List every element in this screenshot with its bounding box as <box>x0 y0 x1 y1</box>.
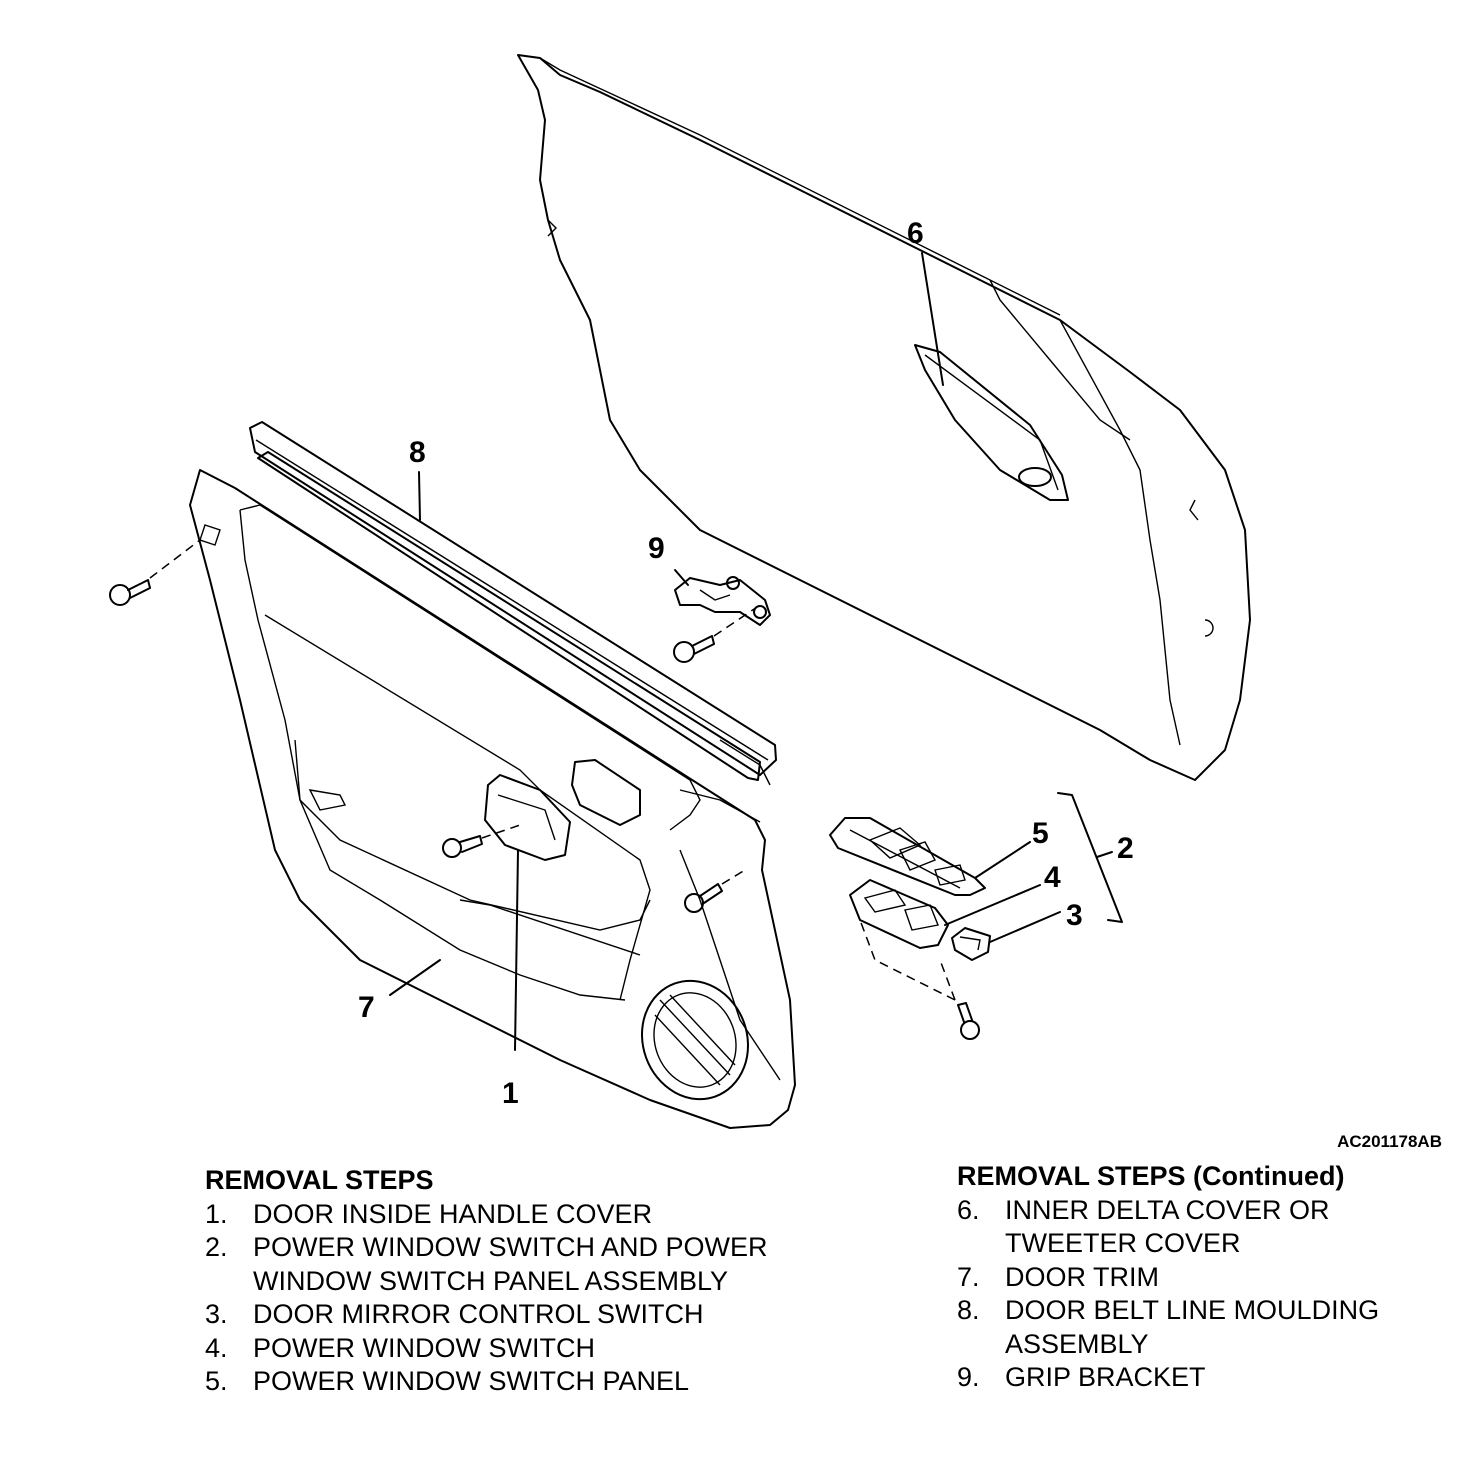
screw-icon <box>109 539 201 606</box>
grip-bracket <box>674 576 771 626</box>
list-item: 4. POWER WINDOW SWITCH <box>205 1332 825 1366</box>
callout-6: 6 <box>907 217 924 250</box>
step-number: 6. <box>957 1194 980 1225</box>
step-number: 1. <box>205 1198 228 1229</box>
screw-icon <box>673 604 761 663</box>
callout-5: 5 <box>1032 817 1049 850</box>
power-window-switch-panel <box>829 817 986 896</box>
screw-icon <box>684 869 746 913</box>
belt-line-moulding <box>249 421 777 786</box>
list-item: 8. DOOR BELT LINE MOULDING ASSEMBLY <box>957 1294 1457 1361</box>
door-trim-panel <box>189 469 796 1129</box>
door-inner-panel <box>517 54 1251 781</box>
step-number: 2. <box>205 1232 228 1262</box>
removal-steps-continued-title: REMOVAL STEPS (Continued) <box>957 1161 1345 1191</box>
removal-steps-continued-list: REMOVAL STEPS (Continued) 6. INNER DELTA … <box>957 1160 1457 1395</box>
step-text: INNER DELTA COVER OR TWEETER COVER <box>1005 1194 1330 1259</box>
leader-lines <box>389 252 1123 1051</box>
callout-3: 3 <box>1066 899 1083 932</box>
removal-steps-title: REMOVAL STEPS <box>205 1165 434 1195</box>
step-number: 9. <box>957 1362 980 1392</box>
step-text: DOOR BELT LINE MOULDING ASSEMBLY <box>1005 1295 1380 1359</box>
callout-8: 8 <box>409 436 426 469</box>
removal-steps-list: REMOVAL STEPS 1. DOOR INSIDE HANDLE COVER… <box>205 1164 825 1399</box>
step-text: GRIP BRACKET <box>1005 1362 1206 1392</box>
list-item: 7. DOOR TRIM <box>957 1261 1457 1295</box>
list-item: 6. INNER DELTA COVER OR TWEETER COVER <box>957 1194 1457 1261</box>
screw-icons <box>109 539 980 1040</box>
step-text: DOOR INSIDE HANDLE COVER <box>253 1198 653 1229</box>
step-number: 4. <box>205 1332 228 1363</box>
list-item: 1. DOOR INSIDE HANDLE COVER <box>205 1198 825 1232</box>
power-window-switch <box>849 879 949 949</box>
callout-2: 2 <box>1117 832 1134 865</box>
step-number: 3. <box>205 1299 228 1329</box>
step-text: POWER WINDOW SWITCH PANEL <box>253 1366 689 1396</box>
step-number: 5. <box>205 1366 228 1396</box>
step-text: DOOR MIRROR CONTROL SWITCH <box>253 1299 704 1329</box>
door-mirror-control-switch <box>951 927 991 961</box>
callout-7: 7 <box>358 991 375 1024</box>
screw-icon <box>442 824 521 858</box>
list-item: 5. POWER WINDOW SWITCH PANEL <box>205 1365 825 1399</box>
callout-9: 9 <box>648 532 665 565</box>
list-item: 3. DOOR MIRROR CONTROL SWITCH <box>205 1298 825 1332</box>
step-text: POWER WINDOW SWITCH AND POWER WINDOW SWI… <box>253 1232 768 1296</box>
step-number: 8. <box>957 1295 980 1325</box>
list-item: 9. GRIP BRACKET <box>957 1361 1457 1395</box>
screw-icon <box>859 919 980 1040</box>
callout-labels: 1 2 3 4 5 6 7 8 9 <box>358 217 1134 1110</box>
door-trim-exploded-diagram: 1 2 3 4 5 6 7 8 9 <box>109 54 1251 1129</box>
callout-4: 4 <box>1044 861 1061 894</box>
list-item: 2. POWER WINDOW SWITCH AND POWER WINDOW S… <box>205 1231 825 1298</box>
step-number: 7. <box>957 1261 980 1292</box>
step-text: POWER WINDOW SWITCH <box>253 1332 595 1363</box>
inner-delta-cover <box>914 344 1069 501</box>
step-text: DOOR TRIM <box>1005 1261 1159 1292</box>
figure-id: AC201178AB <box>1337 1132 1442 1151</box>
callout-1: 1 <box>502 1077 519 1110</box>
